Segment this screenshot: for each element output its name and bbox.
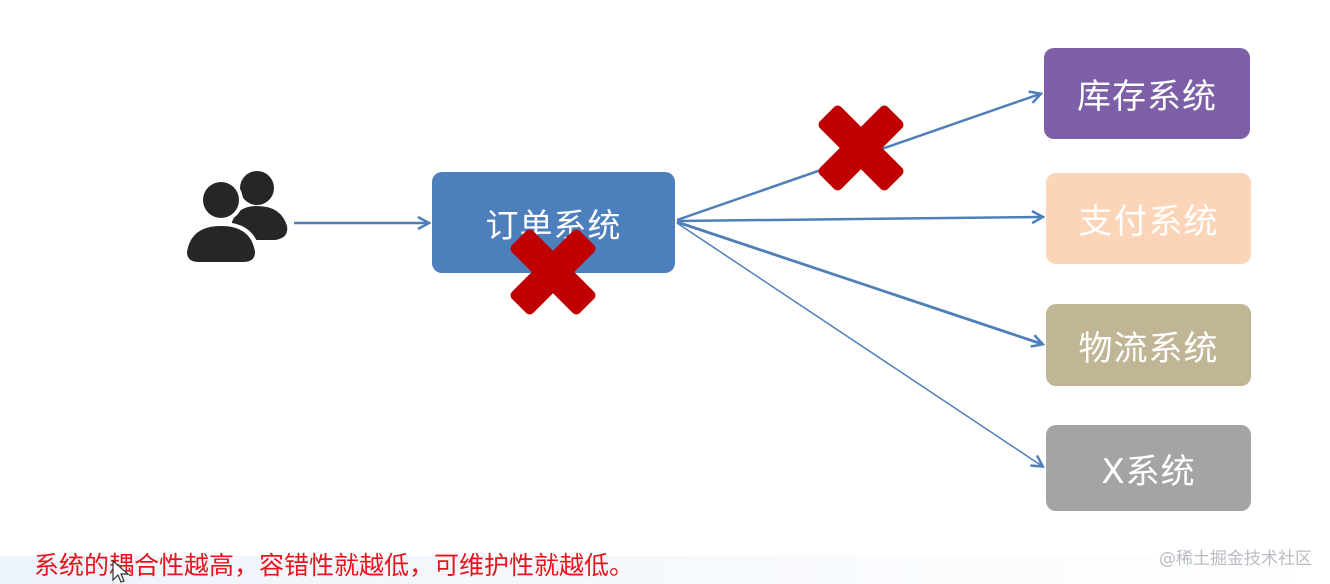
x-system-node: X系统 — [1046, 425, 1251, 511]
mouse-cursor-icon — [112, 560, 130, 583]
arrow-order-to-payment — [676, 217, 1042, 221]
logistics-system-node: 物流系统 — [1046, 304, 1251, 386]
coupling-caption: 系统的耦合性越高，容错性就越低，可维护性就越低。 — [34, 551, 635, 580]
arrow-order-to-logistics — [676, 220, 1042, 344]
watermark: @稀土掘金技术社区 — [1159, 549, 1312, 569]
users-icon — [183, 171, 288, 268]
order-system-label: 订单系统 — [485, 205, 622, 245]
inventory-system-node: 库存系统 — [1044, 48, 1250, 139]
inventory-system-label: 库存系统 — [1077, 77, 1217, 117]
logistics-system-label: 物流系统 — [1078, 328, 1219, 369]
payment-system-node: 支付系统 — [1046, 173, 1251, 264]
x-system-label: X系统 — [1101, 451, 1196, 492]
payment-system-label: 支付系统 — [1078, 202, 1219, 242]
order-system-node: 订单系统 — [432, 172, 675, 273]
x-mark-icon — [510, 229, 596, 315]
arrow-order-to-x — [676, 222, 1042, 466]
x-mark-icon — [818, 105, 904, 191]
